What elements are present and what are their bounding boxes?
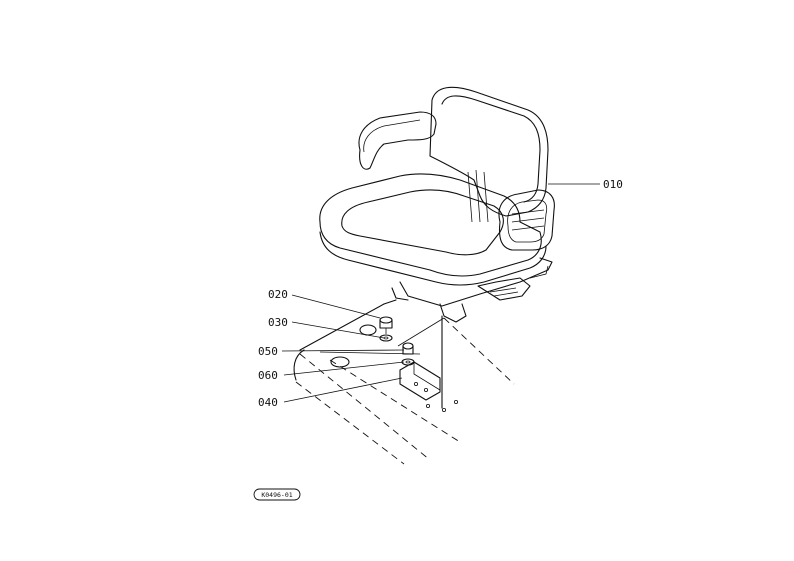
- reference-code-badge: K0496-01: [253, 488, 301, 501]
- bolt-050: [402, 342, 414, 355]
- reference-code: K0496-01: [261, 491, 292, 499]
- seat-assembly: [319, 86, 555, 323]
- callout-050: 050: [258, 345, 278, 358]
- callout-020: 020: [268, 288, 288, 301]
- callout-030: 030: [268, 316, 288, 329]
- callout-060: 060: [258, 369, 278, 382]
- callout-040: 040: [258, 396, 278, 409]
- bolt-020: [379, 316, 393, 334]
- mounting-platform: [293, 299, 515, 465]
- bracket-040: [399, 361, 458, 412]
- fastener-line: [397, 317, 445, 347]
- washer-030: [359, 324, 393, 342]
- leader-lines: [281, 183, 600, 403]
- callout-010: 010: [603, 178, 623, 191]
